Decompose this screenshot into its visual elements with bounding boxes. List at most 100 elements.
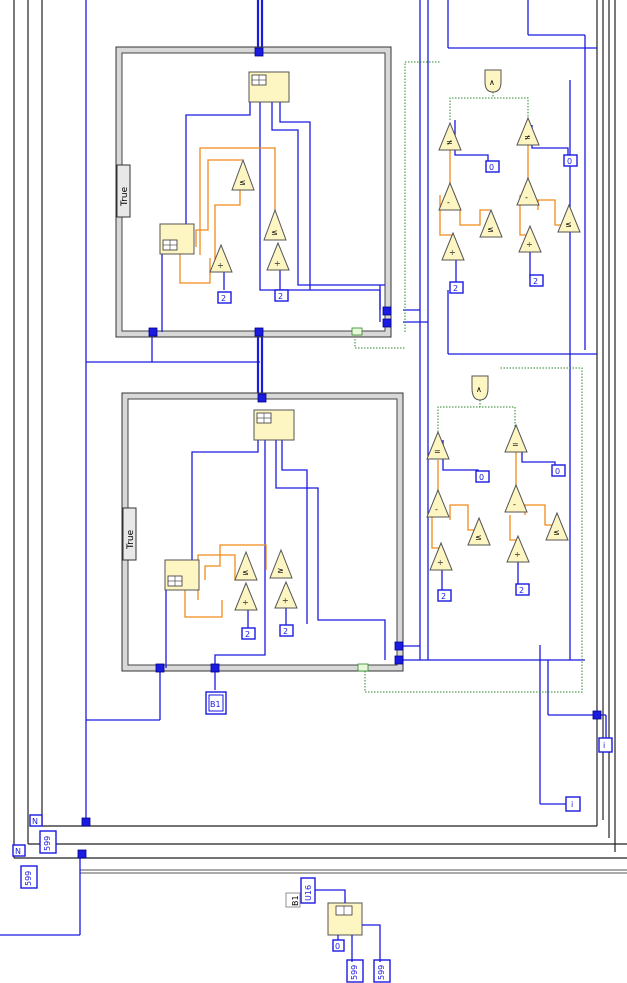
svg-text:-: - bbox=[435, 505, 438, 514]
svg-text:N: N bbox=[32, 817, 38, 826]
constant-two[interactable]: 2 bbox=[529, 274, 544, 287]
lte-node[interactable]: ≤ bbox=[263, 208, 287, 241]
lte-node[interactable]: ≤ bbox=[231, 158, 255, 191]
constant-zero[interactable]: 0 bbox=[332, 939, 345, 952]
array-subset-node[interactable] bbox=[327, 902, 363, 936]
not-equal-node[interactable]: ≠ bbox=[438, 121, 462, 151]
svg-text:≤: ≤ bbox=[475, 533, 482, 542]
svg-text:≠: ≠ bbox=[446, 138, 453, 147]
case1-wires bbox=[161, 95, 385, 332]
outer-loop-frames bbox=[13, 0, 627, 874]
constant-two[interactable]: 2 bbox=[515, 583, 530, 596]
boolean-terminal bbox=[357, 663, 369, 672]
tunnels bbox=[77, 47, 602, 859]
svg-text:-: - bbox=[525, 193, 528, 202]
svg-text:=: = bbox=[512, 440, 519, 449]
svg-text:0: 0 bbox=[567, 157, 572, 166]
tunnel bbox=[592, 710, 602, 720]
svg-text:=: = bbox=[434, 447, 441, 456]
lte-node[interactable]: ≤ bbox=[467, 516, 491, 546]
not-equal-node[interactable]: ≠ bbox=[516, 116, 540, 146]
index-array-node-2[interactable] bbox=[253, 409, 295, 441]
operator-nodes: ≤ ≤ ÷ ÷ ≥ ≤ ÷ ÷ bbox=[209, 69, 581, 611]
divide-node[interactable]: ÷ bbox=[209, 243, 233, 273]
minus-node[interactable]: - bbox=[516, 176, 540, 206]
constant-zero[interactable]: 0 bbox=[475, 470, 490, 483]
svg-text:0: 0 bbox=[489, 163, 494, 172]
svg-text:-: - bbox=[447, 198, 450, 207]
svg-text:≤: ≤ bbox=[271, 228, 278, 237]
svg-text:≥: ≥ bbox=[277, 566, 284, 575]
equal-node[interactable]: = bbox=[504, 423, 528, 453]
iteration-terminal: i bbox=[565, 796, 581, 812]
and-node[interactable]: ∧ bbox=[484, 69, 502, 93]
and-node[interactable]: ∧ bbox=[471, 375, 489, 401]
constant-two[interactable]: 2 bbox=[274, 289, 289, 302]
constant-zero[interactable]: 0 bbox=[485, 160, 500, 173]
constant-599[interactable]: 599 bbox=[346, 959, 364, 983]
svg-text:0: 0 bbox=[335, 942, 340, 951]
case-selector-1[interactable] bbox=[116, 164, 131, 218]
svg-text:∧: ∧ bbox=[476, 385, 482, 394]
u16-constant[interactable]: U16 bbox=[300, 877, 316, 904]
constant-599[interactable]: 599 bbox=[373, 959, 391, 983]
build-array-node-1[interactable] bbox=[159, 223, 195, 255]
minus-node[interactable]: - bbox=[504, 483, 528, 513]
lte-node[interactable]: ≤ bbox=[234, 550, 258, 581]
case-selector-2[interactable] bbox=[122, 507, 137, 561]
constant-zero[interactable]: 0 bbox=[563, 154, 578, 167]
constant-two[interactable]: 2 bbox=[437, 589, 452, 602]
svg-text:≠: ≠ bbox=[524, 133, 531, 142]
constant-599[interactable]: 599 bbox=[39, 830, 57, 854]
svg-text:599: 599 bbox=[43, 836, 52, 851]
constant-two[interactable]: 2 bbox=[217, 291, 232, 304]
shift-register bbox=[77, 849, 87, 859]
minus-node[interactable]: - bbox=[426, 488, 450, 518]
divide-node[interactable]: ÷ bbox=[429, 541, 453, 571]
tunnel bbox=[254, 47, 264, 57]
svg-text:0: 0 bbox=[555, 467, 560, 476]
divide-node[interactable]: ÷ bbox=[518, 224, 542, 253]
constant-two[interactable]: 2 bbox=[449, 281, 464, 294]
svg-text:2: 2 bbox=[441, 592, 446, 601]
constant-two[interactable]: 2 bbox=[241, 627, 256, 640]
build-array-node-2[interactable] bbox=[164, 559, 200, 591]
indicator-b1[interactable]: B1 bbox=[205, 691, 227, 715]
count-terminal: N bbox=[12, 844, 26, 857]
gte-node[interactable]: ≥ bbox=[269, 548, 293, 579]
divide-node[interactable]: ÷ bbox=[234, 581, 258, 611]
constant-two[interactable]: 2 bbox=[279, 624, 294, 637]
svg-text:B1: B1 bbox=[291, 895, 300, 906]
equal-node[interactable]: = bbox=[426, 430, 450, 460]
divide-node[interactable]: ÷ bbox=[274, 580, 298, 609]
svg-text:B1: B1 bbox=[210, 700, 221, 709]
divide-node[interactable]: ÷ bbox=[266, 241, 290, 271]
svg-text:N: N bbox=[15, 847, 21, 856]
svg-text:÷: ÷ bbox=[274, 259, 281, 268]
minus-node[interactable]: - bbox=[438, 181, 462, 211]
tunnel bbox=[210, 663, 220, 673]
boolean-wires bbox=[354, 61, 583, 693]
constant-599[interactable]: 599 bbox=[20, 865, 38, 889]
case-selector-label-2: True bbox=[126, 529, 136, 550]
lte-node[interactable]: ≤ bbox=[479, 208, 503, 238]
lte-node[interactable]: ≤ bbox=[557, 203, 581, 233]
count-terminal: N bbox=[29, 814, 43, 827]
lte-node[interactable]: ≤ bbox=[545, 511, 569, 541]
array-nodes bbox=[159, 71, 363, 936]
svg-text:÷: ÷ bbox=[437, 558, 444, 567]
boolean-terminal bbox=[351, 327, 363, 336]
b1-local-label: B1 bbox=[285, 892, 301, 908]
divide-node[interactable]: ÷ bbox=[441, 231, 465, 261]
svg-text:≤: ≤ bbox=[487, 225, 494, 234]
tunnel bbox=[394, 655, 404, 665]
svg-text:i: i bbox=[603, 741, 605, 750]
svg-text:≤: ≤ bbox=[242, 568, 249, 577]
constant-zero[interactable]: 0 bbox=[551, 464, 566, 477]
constants: 2 2 2 2 2 2 2 2 bbox=[12, 154, 613, 983]
svg-text:≤: ≤ bbox=[239, 178, 246, 187]
index-array-node-1[interactable] bbox=[248, 71, 290, 103]
divide-node[interactable]: ÷ bbox=[506, 534, 530, 563]
svg-text:599: 599 bbox=[350, 965, 359, 980]
svg-text:0: 0 bbox=[479, 473, 484, 482]
